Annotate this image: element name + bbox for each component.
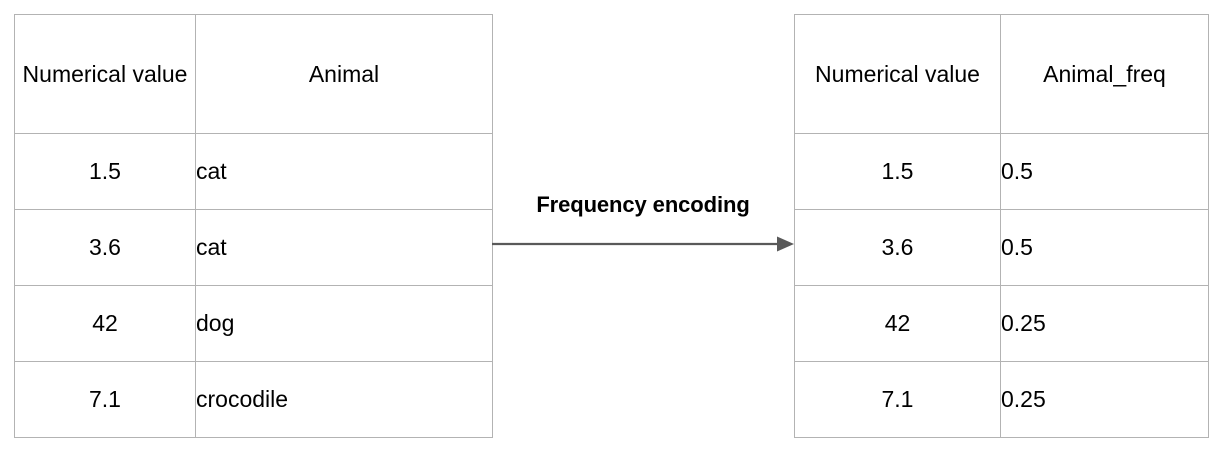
source-table: Numerical value Animal 1.5 cat 3.6 cat 4…	[14, 14, 493, 438]
source-cell-animal: cat	[195, 209, 493, 286]
transform-label: Frequency encoding	[536, 192, 750, 217]
source-cell-numerical-value: 42	[14, 285, 196, 362]
source-cell-animal: dog	[195, 285, 493, 362]
transform-group: Frequency encoding	[492, 192, 794, 262]
encoded-header-animal-freq: Animal_freq	[1000, 14, 1209, 134]
table-row: 42 0.25	[794, 285, 1209, 362]
encoded-cell-numerical-value: 3.6	[794, 209, 1001, 286]
encoded-cell-animal-freq: 0.5	[1000, 133, 1209, 210]
source-cell-numerical-value: 1.5	[14, 133, 196, 210]
encoded-header-numerical-value: Numerical value	[794, 14, 1001, 134]
encoded-cell-numerical-value: 1.5	[794, 133, 1001, 210]
encoded-cell-animal-freq: 0.25	[1000, 285, 1209, 362]
encoded-cell-animal-freq: 0.5	[1000, 209, 1209, 286]
table-row: 3.6 0.5	[794, 209, 1209, 286]
encoded-table-header-row: Numerical value Animal_freq	[794, 14, 1209, 134]
arrow-right-icon	[492, 236, 794, 252]
source-cell-animal: cat	[195, 133, 493, 210]
table-row: 3.6 cat	[14, 209, 493, 286]
encoded-table: Numerical value Animal_freq 1.5 0.5 3.6 …	[794, 14, 1209, 438]
table-row: 42 dog	[14, 285, 493, 362]
table-row: 1.5 cat	[14, 133, 493, 210]
encoded-cell-numerical-value: 7.1	[794, 361, 1001, 438]
table-row: 7.1 0.25	[794, 361, 1209, 438]
source-cell-animal: crocodile	[195, 361, 493, 438]
source-cell-numerical-value: 7.1	[14, 361, 196, 438]
source-header-numerical-value: Numerical value	[14, 14, 196, 134]
encoded-cell-animal-freq: 0.25	[1000, 361, 1209, 438]
table-row: 1.5 0.5	[794, 133, 1209, 210]
source-cell-numerical-value: 3.6	[14, 209, 196, 286]
encoded-cell-numerical-value: 42	[794, 285, 1001, 362]
source-table-header-row: Numerical value Animal	[14, 14, 493, 134]
source-header-animal: Animal	[195, 14, 493, 134]
table-row: 7.1 crocodile	[14, 361, 493, 438]
